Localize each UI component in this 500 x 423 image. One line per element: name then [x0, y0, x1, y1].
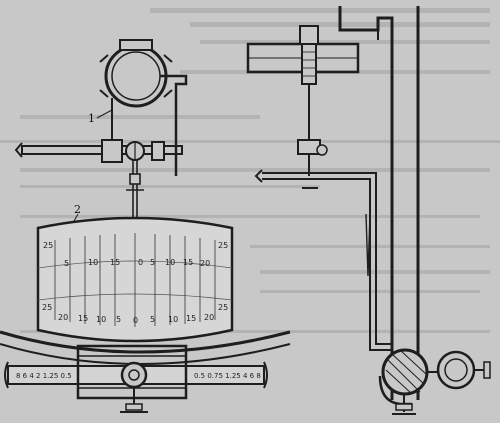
scale-lower-number: 5 [116, 315, 121, 324]
label-1-group: 1 [88, 109, 113, 125]
scale-corner-top-right: 25 [218, 241, 228, 250]
scale-upper-number: 10 [88, 258, 98, 267]
curved-scale-plate: 25 25 25 25 5 10 15 0 5 10 15 20 20 15 1… [36, 216, 234, 343]
scale-lower-number: 10 [168, 315, 178, 324]
right-gauge-readout: 0.5 0.75 1.25 4 6 8 [194, 372, 261, 380]
bottom-gauge-rod [4, 344, 268, 413]
scale-lower-number: 20 [58, 313, 68, 322]
scale-upper-number: 15 [183, 258, 193, 267]
right-assembly [246, 6, 491, 415]
scale-ticks [54, 233, 216, 327]
scale-lower-number: 0 [133, 316, 138, 325]
label-part-1: 1 [88, 112, 95, 125]
scale-corner-top-left: 25 [43, 241, 53, 250]
scale-upper-number: 5 [150, 258, 155, 267]
scale-lower-number: 15 [186, 314, 196, 323]
left-gauge-readout: 8 6 4 2 1.25 0.5 [16, 372, 72, 380]
scale-upper-number: 5 [64, 259, 69, 268]
crankpin-hatch [385, 349, 427, 395]
scale-upper-number: 20 [200, 259, 210, 268]
scale-lower-number: 10 [96, 315, 106, 324]
scale-lower-number: 5 [150, 315, 155, 324]
scale-upper-row: 5 10 15 0 5 10 15 20 [64, 258, 210, 268]
scale-lower-row: 20 15 10 5 0 5 10 15 20 [58, 313, 214, 325]
scale-upper-number: 15 [110, 258, 120, 267]
scale-lower-number: 15 [78, 314, 88, 323]
scale-upper-number: 10 [165, 258, 175, 267]
left-assembly [14, 39, 188, 269]
scale-corner-mid-left: 25 [42, 303, 52, 312]
label-part-2: 2 [74, 203, 81, 216]
scale-lower-number: 20 [204, 313, 214, 322]
scale-upper-number: 0 [138, 258, 143, 267]
scale-corner-mid-right: 25 [218, 303, 228, 312]
